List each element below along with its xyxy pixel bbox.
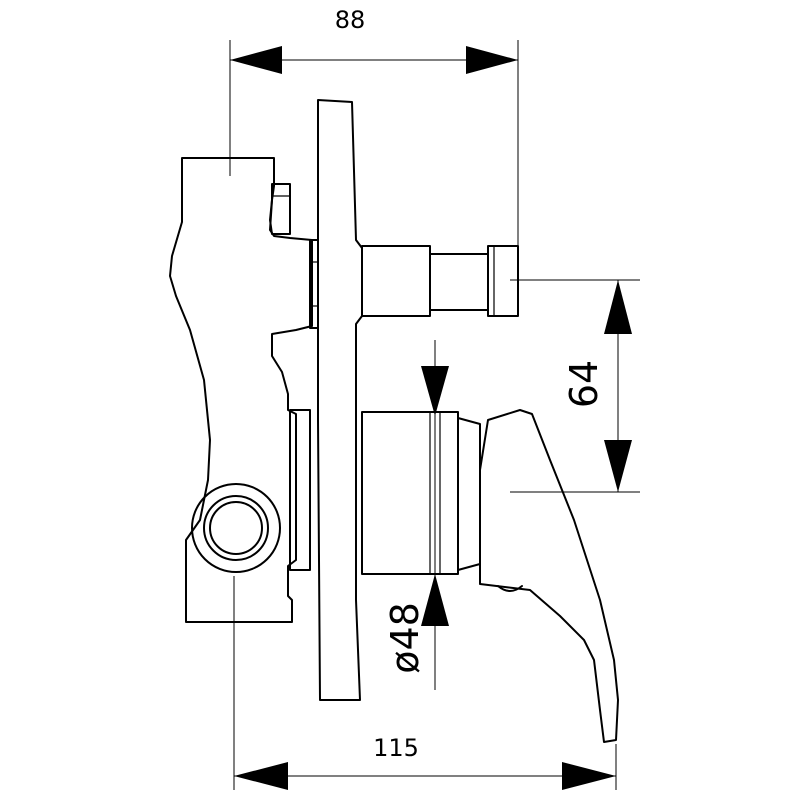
dimension-diameter: ø48 (383, 340, 449, 690)
plate-spacer (289, 239, 319, 571)
dimension-bottom: 115 (233, 576, 617, 790)
dimension-label-bottom: 115 (373, 734, 419, 762)
lever-handle (479, 409, 619, 743)
dimension-label-right: 64 (562, 360, 606, 408)
dimension-arrow (230, 46, 282, 74)
dimension-label-top: 88 (335, 6, 366, 34)
cover-plate (317, 99, 363, 701)
outlet-port (191, 483, 281, 573)
dimension-arrow (604, 440, 632, 492)
dimension-top: 88 (229, 6, 519, 290)
dimension-arrow (466, 46, 518, 74)
dimension-arrow (421, 574, 449, 626)
cartridge-sleeve (361, 411, 481, 575)
dimension-right: 64 (510, 279, 640, 493)
pin-fitting (269, 183, 291, 235)
dimension-label-diameter: ø48 (383, 602, 427, 674)
dimension-arrow (604, 280, 632, 334)
valve-body (169, 157, 313, 623)
dimension-arrow (421, 366, 449, 416)
diverter-knob (361, 245, 519, 317)
dimension-arrow (234, 762, 288, 790)
dimension-arrow (562, 762, 616, 790)
lever-screw (497, 585, 523, 592)
